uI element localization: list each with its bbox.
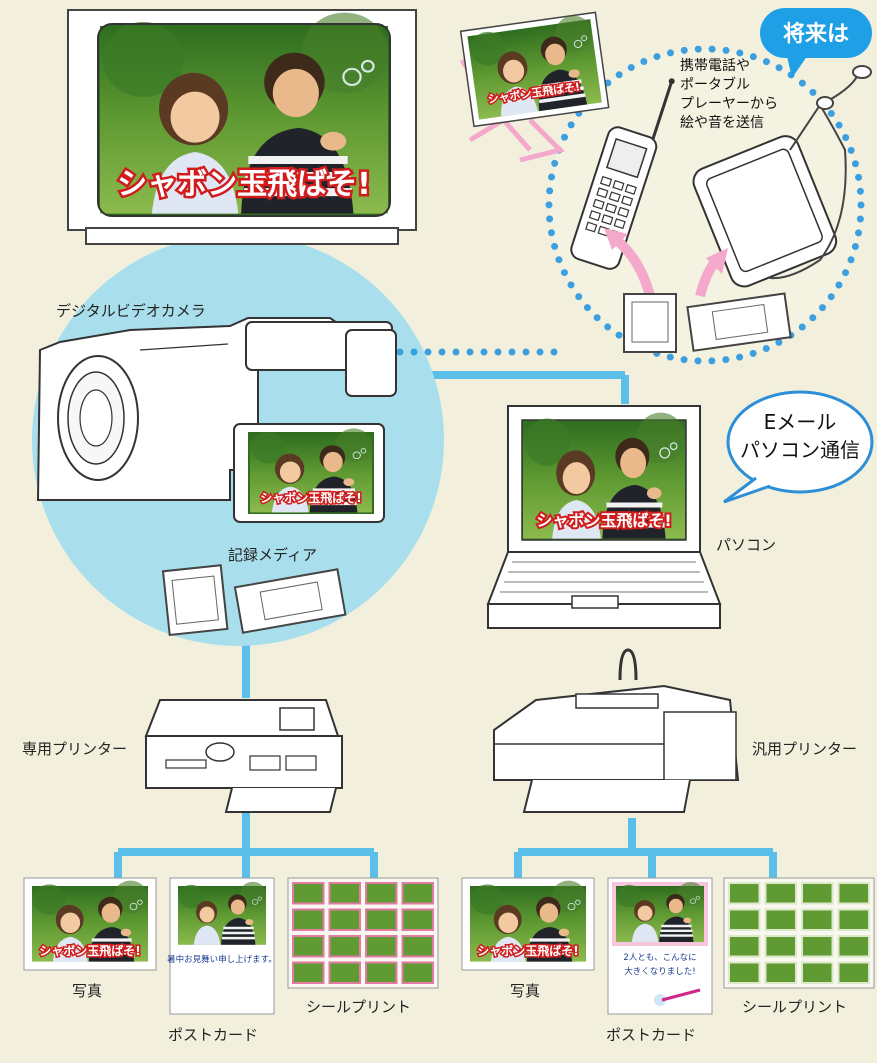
future-note-line-4: 絵や音を送信 xyxy=(680,115,764,131)
general-printer-label: 汎用プリンター xyxy=(752,740,858,758)
sticker-thumbnail-photo xyxy=(730,910,759,929)
right-photo-label: 写真 xyxy=(510,982,541,1000)
general-printer-illustration xyxy=(493,648,740,813)
left-sticker-sheet xyxy=(287,877,439,989)
recording-media-cards xyxy=(161,564,347,637)
left-photo-label: 写真 xyxy=(72,982,103,1000)
future-badge-label: 将来は xyxy=(782,22,849,47)
left-postcard-label: ポストカード xyxy=(168,1026,259,1044)
right-postcard-label: ポストカード xyxy=(606,1026,697,1044)
media-label: 記録メディア xyxy=(228,546,317,564)
left-sticker-label: シールプリント xyxy=(306,998,412,1016)
right-postcard-print xyxy=(607,877,713,1015)
connector-lines xyxy=(114,240,777,878)
upload-arrows xyxy=(604,228,728,298)
sticker-thumbnail-photo xyxy=(403,937,432,956)
earphones-illustration xyxy=(769,65,872,280)
sticker-thumbnail-photo xyxy=(403,884,432,903)
email-speech-bubble xyxy=(723,390,874,504)
sticker-thumbnail-photo xyxy=(294,963,323,982)
camera-label: デジタルビデオカメラ xyxy=(56,302,206,320)
sticker-thumbnail-photo xyxy=(330,910,359,929)
sticker-thumbnail-photo xyxy=(803,884,832,903)
sticker-thumbnail-photo xyxy=(367,884,396,903)
sticker-thumbnail-photo xyxy=(766,937,795,956)
pc-label: パソコン xyxy=(716,536,777,554)
right-postcard-text-line-1: 2人とも、こんなに xyxy=(623,953,696,963)
left-photo-print xyxy=(23,877,157,971)
sticker-thumbnail-photo xyxy=(766,963,795,982)
portable-player-illustration xyxy=(692,135,838,288)
right-sticker-sheet xyxy=(723,877,875,989)
dedicated-printer-label: 専用プリンター xyxy=(22,740,128,758)
transmit-photo xyxy=(459,11,610,163)
left-postcard-text: 暑中お見舞い申し上げます。 xyxy=(167,954,277,965)
camera-screen-caption: シャボン玉飛ばそ! xyxy=(260,490,361,505)
future-note-line-1: 携帯電話や xyxy=(680,58,750,74)
future-note-line-2: ポータブル xyxy=(680,77,750,93)
sticker-thumbnail-photo xyxy=(766,910,795,929)
sticker-thumbnail-photo xyxy=(730,937,759,956)
pc-screen-caption: シャボン玉飛ばそ! xyxy=(536,511,671,530)
sticker-thumbnail-photo xyxy=(403,963,432,982)
sticker-thumbnail-photo xyxy=(839,910,868,929)
left-postcard-print xyxy=(169,877,275,1015)
mobile-phone-illustration xyxy=(570,78,675,270)
right-sticker-label: シールプリント xyxy=(742,998,848,1016)
sticker-thumbnail-photo xyxy=(839,884,868,903)
right-photo-caption: シャボン玉飛ばそ! xyxy=(477,943,578,958)
sticker-thumbnail-photo xyxy=(294,937,323,956)
right-photo-print xyxy=(461,877,595,971)
sticker-thumbnail-photo xyxy=(294,884,323,903)
sticker-thumbnail-photo xyxy=(367,910,396,929)
dedicated-printer-illustration xyxy=(144,699,343,813)
sticker-thumbnail-photo xyxy=(803,963,832,982)
sticker-thumbnail-photo xyxy=(403,910,432,929)
right-postcard-text-line-2: 大きくなりました! xyxy=(624,966,695,977)
tv-photo-caption: シャボン玉飛ばそ! xyxy=(117,167,371,202)
sticker-thumbnail-photo xyxy=(730,963,759,982)
email-bubble-line-2: パソコン通信 xyxy=(740,438,860,462)
sticker-thumbnail-photo xyxy=(330,937,359,956)
personal-computer-illustration xyxy=(486,405,722,629)
sticker-thumbnail-photo xyxy=(294,910,323,929)
sticker-thumbnail-photo xyxy=(367,937,396,956)
sticker-thumbnail-photo xyxy=(330,884,359,903)
sticker-thumbnail-photo xyxy=(803,910,832,929)
sticker-thumbnail-photo xyxy=(367,963,396,982)
sticker-thumbnail-photo xyxy=(839,937,868,956)
sticker-thumbnail-photo xyxy=(730,884,759,903)
email-bubble-line-1: Eメール xyxy=(763,410,837,434)
television xyxy=(67,10,417,245)
future-badge-bubble xyxy=(760,8,872,78)
sticker-thumbnail-photo xyxy=(839,963,868,982)
digital-video-camera-illustration xyxy=(36,317,397,523)
future-note-line-3: プレーヤーから xyxy=(680,96,778,112)
sticker-thumbnail-photo xyxy=(766,884,795,903)
sticker-thumbnail-photo xyxy=(803,937,832,956)
left-photo-caption: シャボン玉飛ばそ! xyxy=(39,943,140,958)
future-memory-cards xyxy=(623,292,792,353)
sticker-thumbnail-photo xyxy=(330,963,359,982)
